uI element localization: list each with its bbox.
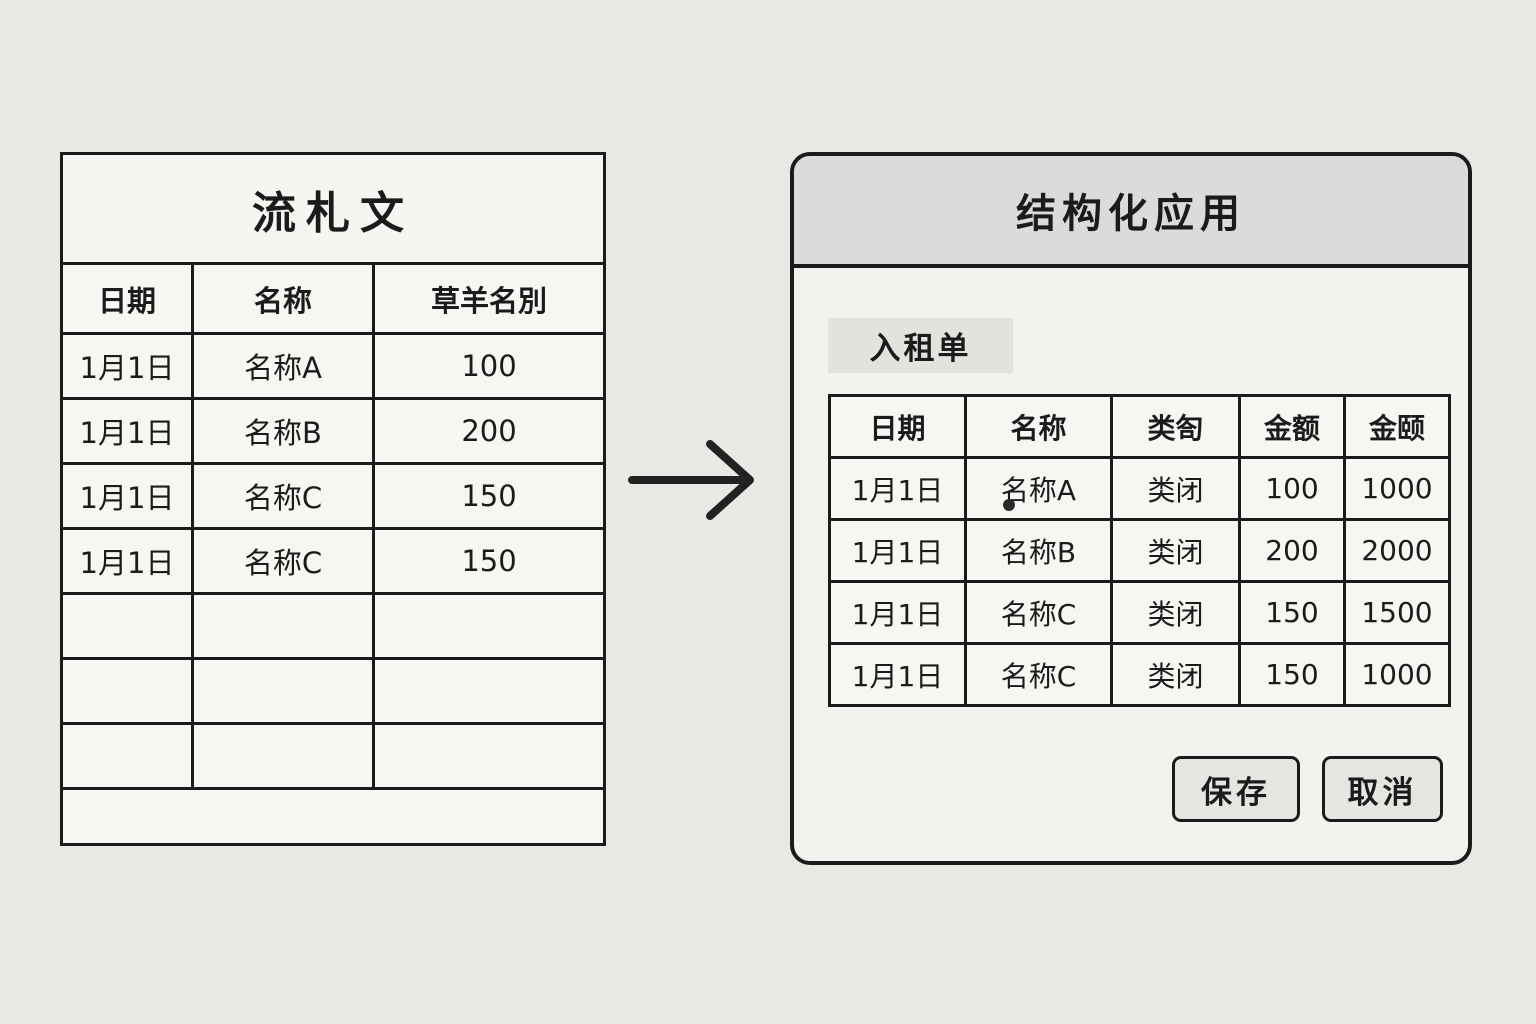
empty-cell xyxy=(191,722,375,790)
app-cell-amount: 1500 xyxy=(1343,580,1451,645)
source-cell-amount: 200 xyxy=(372,397,606,465)
app-cell-date: 1月1日 xyxy=(828,642,967,707)
source-title-row: 流札文 xyxy=(60,152,606,265)
source-cell-name: 名称C xyxy=(191,527,375,595)
source-cell-date: 1月1日 xyxy=(60,527,194,595)
empty-cell xyxy=(60,722,194,790)
app-cell-category: 类闭 xyxy=(1110,518,1241,583)
source-header-amount: 草羊名別 xyxy=(372,262,606,335)
source-cell-amount: 100 xyxy=(372,332,606,400)
app-cell-name: 名称A xyxy=(964,456,1113,521)
source-cell-date: 1月1日 xyxy=(60,332,194,400)
empty-cell xyxy=(191,657,375,725)
app-cell-quantity: 100 xyxy=(1238,456,1346,521)
app-cell-name: 名称C xyxy=(964,642,1113,707)
source-cell-name: 名称B xyxy=(191,397,375,465)
app-table-row: 1月1日 名称B 类闭 200 2000 xyxy=(828,518,1451,583)
source-cell-name: 名称C xyxy=(191,462,375,530)
app-table-row: 1月1日 名称A 类闭 100 1000 xyxy=(828,456,1451,521)
source-document-title: 流札文 xyxy=(60,152,606,265)
app-header-row: 日期 名称 类匌 金额 金颐 xyxy=(828,394,1451,459)
app-header-category: 类匌 xyxy=(1110,394,1241,459)
empty-cell xyxy=(372,722,606,790)
empty-cell xyxy=(60,657,194,725)
source-cell-amount: 150 xyxy=(372,462,606,530)
app-cell-category: 类闭 xyxy=(1110,642,1241,707)
empty-cell xyxy=(191,592,375,660)
source-header-row: 日期 名称 草羊名別 xyxy=(60,262,606,335)
app-header-date: 日期 xyxy=(828,394,967,459)
empty-cell xyxy=(372,592,606,660)
empty-footer-cell xyxy=(60,787,606,846)
app-table-row: 1月1日 名称C 类闭 150 1000 xyxy=(828,642,1451,707)
save-button[interactable]: 保存 xyxy=(1172,756,1300,822)
app-table-row: 1月1日 名称C 类闭 150 1500 xyxy=(828,580,1451,645)
source-header-date: 日期 xyxy=(60,262,194,335)
app-header-amount: 金颐 xyxy=(1343,394,1451,459)
source-table-row: 1月1日 名称A 100 xyxy=(60,332,606,400)
app-cell-category: 类闭 xyxy=(1110,456,1241,521)
app-cell-amount: 1000 xyxy=(1343,456,1451,521)
app-cell-name: 名称B xyxy=(964,518,1113,583)
source-table-row: 1月1日 名称C 150 xyxy=(60,462,606,530)
app-cell-date: 1月1日 xyxy=(828,580,967,645)
app-header-quantity: 金额 xyxy=(1238,394,1346,459)
source-empty-row xyxy=(60,592,606,660)
structured-app-window: 结构化应用 入租单 日期 名称 类匌 金额 金颐 1月1日 名称A 类闭 xyxy=(790,152,1472,865)
app-cell-quantity: 150 xyxy=(1238,580,1346,645)
app-cell-amount: 1000 xyxy=(1343,642,1451,707)
source-empty-row xyxy=(60,657,606,725)
cancel-button[interactable]: 取消 xyxy=(1322,756,1443,822)
source-footer-row xyxy=(60,787,606,846)
app-cell-name: 名称C xyxy=(964,580,1113,645)
document-type-tag[interactable]: 入租单 xyxy=(828,318,1013,373)
structured-data-table: 日期 名称 类匌 金额 金颐 1月1日 名称A 类闭 100 1000 xyxy=(828,394,1451,707)
source-table-row: 1月1日 名称C 150 xyxy=(60,527,606,595)
app-header-name: 名称 xyxy=(964,394,1113,459)
source-cell-name: 名称A xyxy=(191,332,375,400)
source-cell-amount: 150 xyxy=(372,527,606,595)
right-arrow-icon xyxy=(628,440,754,520)
app-cell-date: 1月1日 xyxy=(828,518,967,583)
app-cell-quantity: 150 xyxy=(1238,642,1346,707)
empty-cell xyxy=(60,592,194,660)
cursor-dot xyxy=(1003,499,1015,511)
source-header-name: 名称 xyxy=(191,262,375,335)
app-cell-amount: 2000 xyxy=(1343,518,1451,583)
app-cell-category: 类闭 xyxy=(1110,580,1241,645)
app-cell-date: 1月1日 xyxy=(828,456,967,521)
app-cell-quantity: 200 xyxy=(1238,518,1346,583)
source-cell-date: 1月1日 xyxy=(60,397,194,465)
empty-cell xyxy=(372,657,606,725)
source-cell-date: 1月1日 xyxy=(60,462,194,530)
app-title: 结构化应用 xyxy=(1016,191,1246,237)
source-table-row: 1月1日 名称B 200 xyxy=(60,397,606,465)
source-empty-row xyxy=(60,722,606,790)
app-body: 入租单 日期 名称 类匌 金额 金颐 1月1日 名称A 类闭 100 xyxy=(794,268,1468,861)
source-document-table: 流札文 日期 名称 草羊名別 1月1日 名称A 100 1月1日 名称B 200… xyxy=(60,152,606,846)
app-titlebar: 结构化应用 xyxy=(794,156,1468,268)
